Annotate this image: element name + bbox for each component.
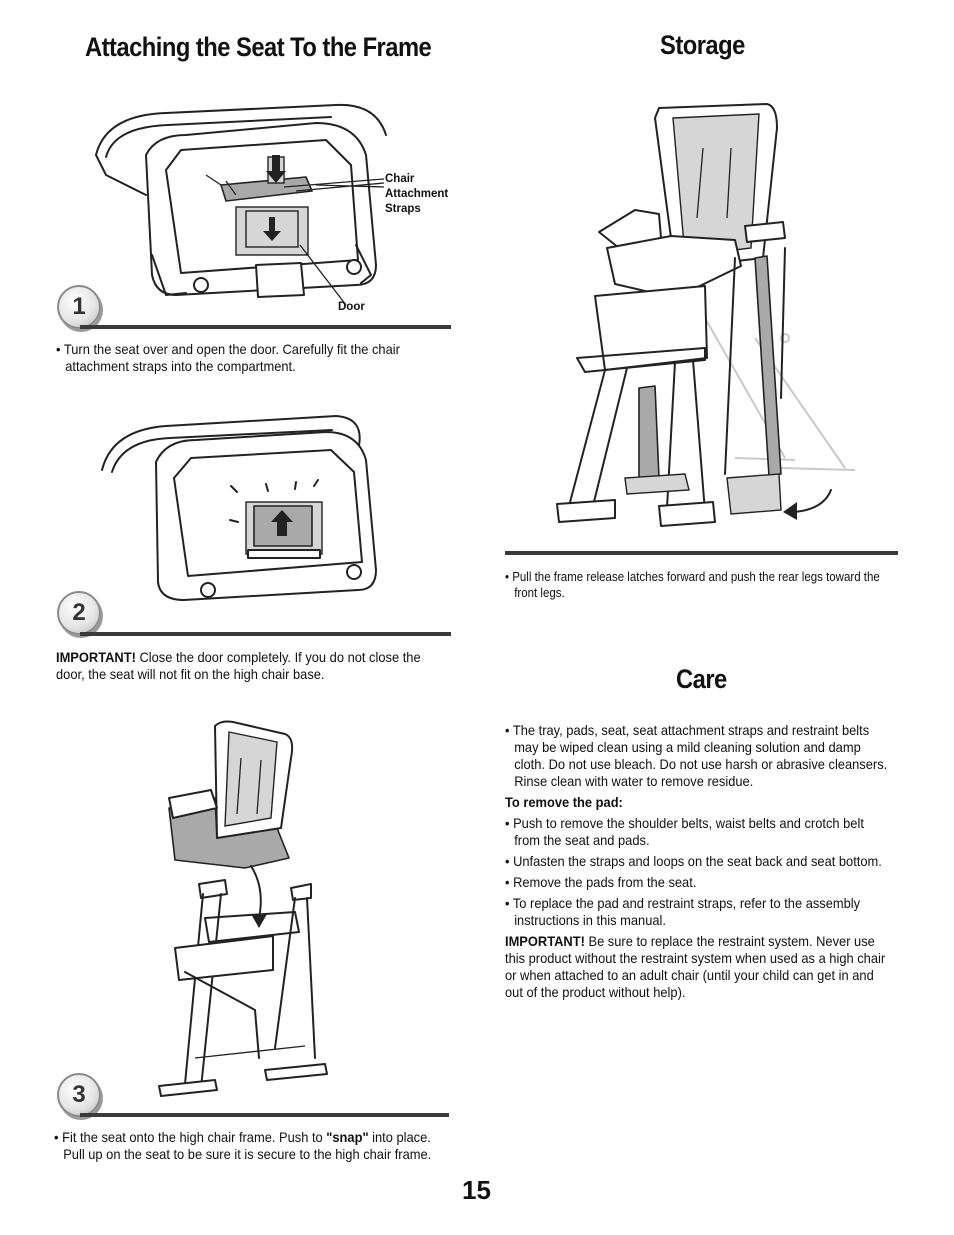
step-number-2: 2 (57, 591, 101, 635)
care-body: • The tray, pads, seat, seat attachment … (505, 722, 891, 1001)
step3-divider (80, 1113, 449, 1117)
section-title-care: Care (676, 664, 727, 694)
page-number: 15 (462, 1175, 491, 1205)
care-intro: • The tray, pads, seat, seat attachment … (505, 722, 888, 789)
care-bullet: • Push to remove the shoulder belts, wai… (505, 815, 864, 848)
storage-illustration (556, 103, 856, 527)
step1-illustration (95, 103, 387, 306)
step-number-3: 3 (57, 1073, 101, 1117)
section-title-attaching: Attaching the Seat To the Frame (85, 32, 432, 62)
storage-text: • Pull the frame release latches forward… (505, 570, 880, 600)
step3-text: • Fit the seat onto the high chair frame… (54, 1129, 432, 1162)
care-bullet: • Remove the pads from the seat. (505, 874, 697, 890)
step2-divider (80, 632, 451, 636)
callout-door: Door (338, 301, 365, 313)
step1-divider (80, 325, 451, 329)
care-bullet: • Unfasten the straps and loops on the s… (505, 853, 882, 869)
section-title-storage: Storage (660, 30, 745, 60)
callout-chair-attachment-straps: Chair Attachment Straps (385, 173, 449, 215)
step3-illustration (158, 720, 328, 1097)
step1-text: • Turn the seat over and open the door. … (56, 341, 400, 374)
step2-text: IMPORTANT! Close the door completely. If… (56, 649, 421, 682)
care-important: IMPORTANT! Be sure to replace the restra… (505, 933, 886, 1000)
step-number-1: 1 (57, 285, 101, 329)
storage-divider (505, 551, 898, 555)
care-bullet: • To replace the pad and restraint strap… (505, 895, 861, 928)
care-subheading: To remove the pad: (505, 794, 623, 810)
step2-illustration (101, 415, 377, 601)
